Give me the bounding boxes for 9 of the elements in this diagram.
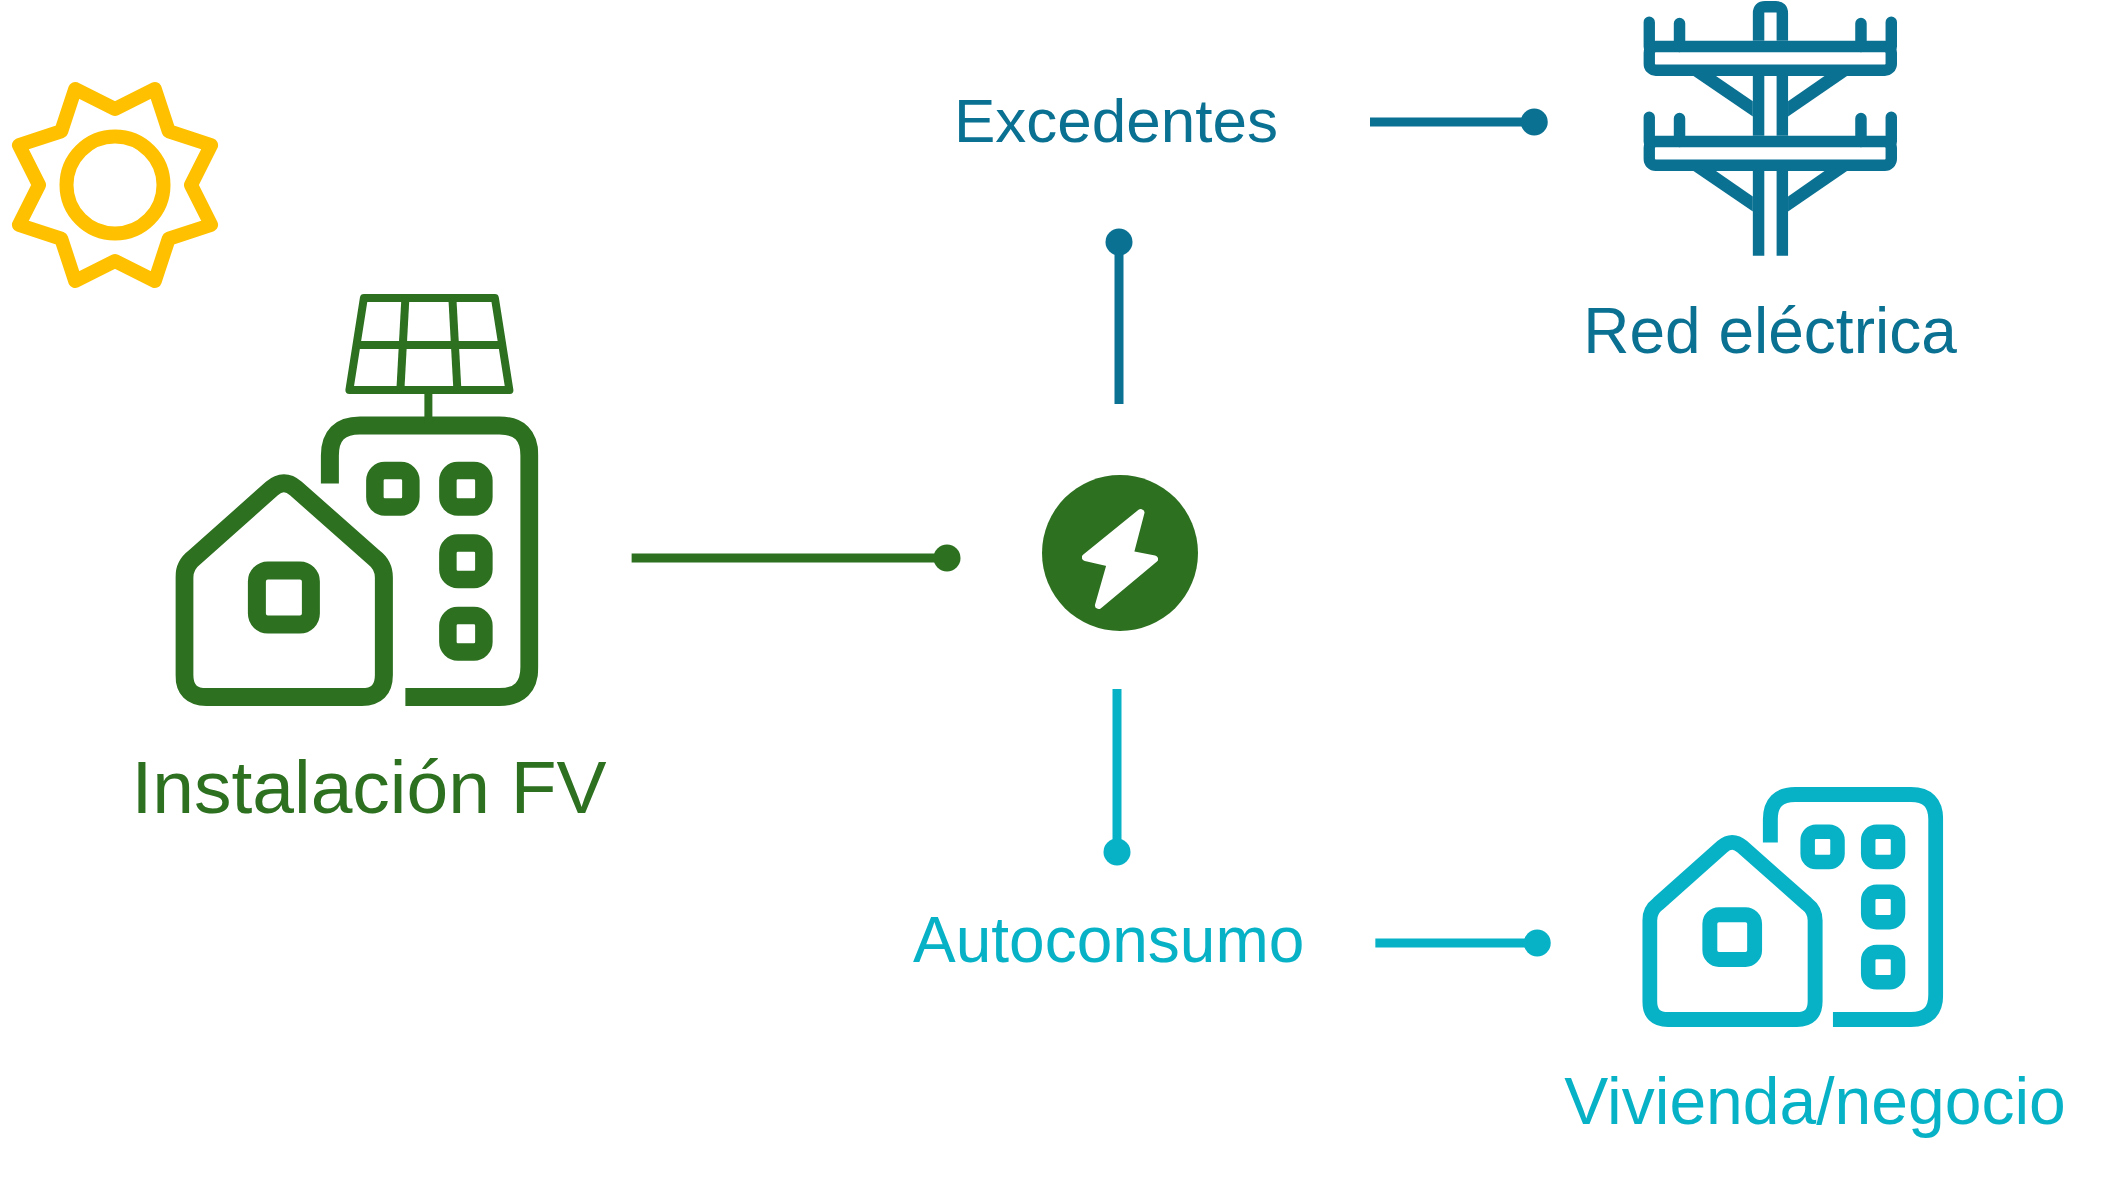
connector-line	[1370, 108, 1548, 136]
connector-line	[1105, 228, 1133, 404]
node-label: Red eléctrica	[1583, 299, 1957, 363]
flow-label: Autoconsumo	[913, 908, 1305, 972]
connector-line	[1103, 689, 1131, 866]
node-label: Instalación FV	[131, 750, 607, 825]
connector-line	[631, 544, 961, 572]
flow-label: Excedentes	[954, 90, 1278, 152]
connector-line	[1375, 929, 1551, 957]
